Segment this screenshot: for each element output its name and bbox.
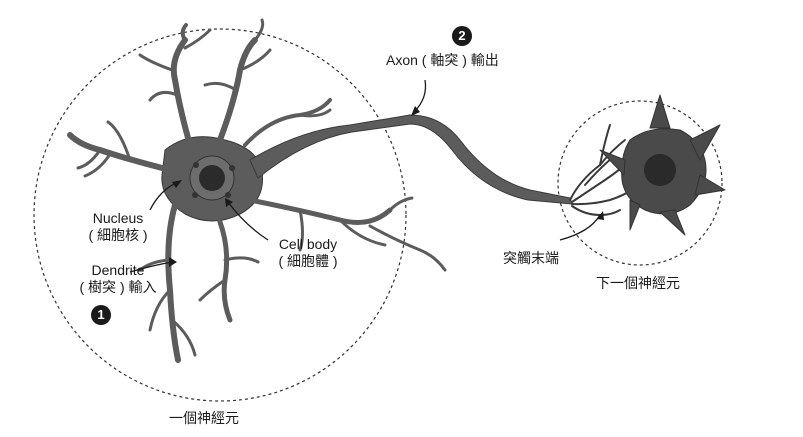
neuron-boundary-circle <box>33 28 407 402</box>
dendrite-label-zh: ( 樹突 ) 輸入 <box>79 278 157 295</box>
next-neuron-boundary-circle <box>557 100 723 266</box>
next-neuron-caption: 下一個神經元 <box>596 275 680 291</box>
dendrite-label-en: Dendrite <box>91 262 145 278</box>
step-two-badge: 2 <box>452 26 472 46</box>
axon-label: Axon ( 軸突 ) 輸出 <box>386 52 499 68</box>
cell-body-label: Cell body ( 細胞體 ) <box>264 236 352 270</box>
next-neuron-shape <box>599 94 726 236</box>
nucleus-shape <box>189 155 235 201</box>
cell-body-label-zh: ( 細胞體 ) <box>278 252 338 269</box>
nucleus-label-en: Nucleus <box>92 210 144 226</box>
nucleus-label-zh: ( 細胞核 ) <box>88 226 148 243</box>
dendrite-label: Dendrite ( 樹突 ) 輸入 <box>62 262 174 296</box>
dendrites <box>67 18 447 363</box>
synaptic-terminals <box>569 124 636 217</box>
arrow-heads <box>169 106 604 267</box>
nucleus-label: Nucleus ( 細胞核 ) <box>82 210 154 244</box>
synaptic-terminal-label: 突觸末端 <box>503 250 559 266</box>
step-one-badge: 1 <box>91 305 111 325</box>
neuron-caption: 一個神經元 <box>169 410 239 426</box>
cell-body-label-en: Cell body <box>278 236 338 252</box>
